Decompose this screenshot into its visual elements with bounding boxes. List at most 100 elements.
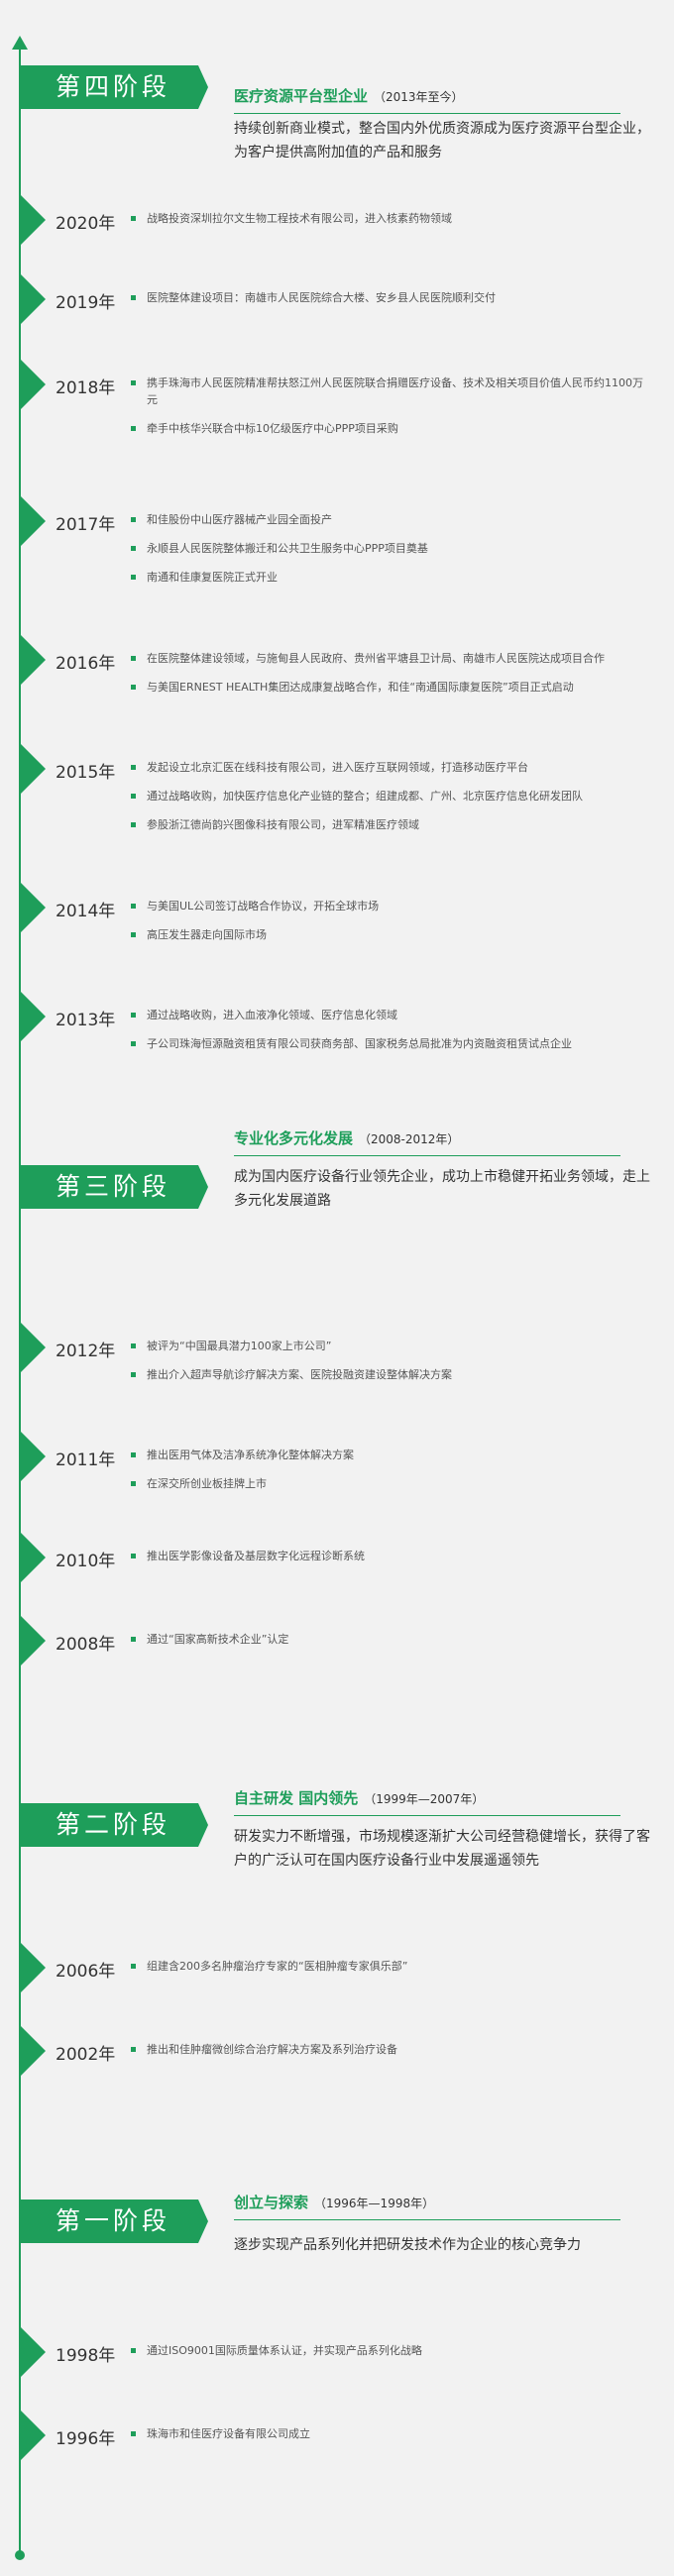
year-label: 2017年 [56,515,116,535]
year-marker-icon [20,1431,46,1482]
event-item: 与美国UL公司签订战略合作协议，开拓全球市场 [131,898,646,914]
year-label: 2014年 [56,902,116,921]
year-label: 2018年 [56,378,116,398]
year-marker-icon [20,194,46,246]
year-marker-icon [20,2326,46,2378]
year-marker-icon [20,1942,46,1993]
stage-title: 自主研发 国内领先 （1999年—2007年） [234,1787,484,1808]
event-list: 通过“国家高新技术企业”认定 [131,1631,646,1660]
stage-description: 成为国内医疗设备行业领先企业，成功上市稳健开拓业务领域，走上多元化发展道路 [234,1169,650,1209]
stage-period: （2008-2012年） [359,1132,460,1146]
stage-title: 专业化多元化发展 （2008-2012年） [234,1127,459,1148]
event-list: 通过ISO9001国际质量体系认证，并实现产品系列化战略 [131,2342,646,2371]
event-item: 永顺县人民医院整体搬迁和公共卫生服务中心PPP项目奠基 [131,540,646,557]
year-label: 2002年 [56,2045,116,2065]
stage-title: 创立与探索 （1996年—1998年） [234,2192,434,2212]
event-list: 发起设立北京汇医在线科技有限公司，进入医疗互联网领域，打造移动医疗平台通过战略收… [131,759,646,845]
stage-title-text: 专业化多元化发展 [234,1129,354,1147]
year-label: 2015年 [56,763,116,783]
stage-description: 逐步实现产品系列化并把研发技术作为企业的核心竞争力 [234,2237,581,2253]
event-list: 与美国UL公司签订战略合作协议，开拓全球市场高压发生器走向国际市场 [131,898,646,955]
year-marker-icon [20,991,46,1042]
year-marker-icon [20,273,46,325]
event-list: 推出医用气体及洁净系统净化整体解决方案在深交所创业板挂牌上市 [131,1447,646,1504]
stage-divider [234,113,620,114]
event-list: 珠海市和佳医疗设备有限公司成立 [131,2425,646,2454]
year-marker-icon [20,495,46,547]
year-label: 2008年 [56,1635,116,1655]
year-label: 2019年 [56,293,116,313]
stage-description: 持续创新商业模式，整合国内外优质资源成为医疗资源平台型企业，为客户提供高附加值的… [234,121,650,161]
year-label: 2012年 [56,1342,116,1361]
year-label: 1996年 [56,2429,116,2449]
event-item: 推出医用气体及洁净系统净化整体解决方案 [131,1447,646,1463]
timeline-end-dot [15,2550,25,2560]
event-item: 携手珠海市人民医院精准帮扶怒江州人民医院联合捐赠医疗设备、技术及相关项目价值人民… [131,375,646,408]
year-marker-icon [20,1322,46,1373]
stage-period: （2013年至今） [374,90,464,104]
year-label: 2006年 [56,1962,116,1982]
event-list: 推出和佳肿瘤微创综合治疗解决方案及系列治疗设备 [131,2041,646,2070]
event-item: 通过“国家高新技术企业”认定 [131,1631,646,1648]
event-item: 通过战略收购，进入血液净化领域、医疗信息化领域 [131,1007,646,1023]
year-marker-icon [20,634,46,686]
stage-period: （1996年—1998年） [314,2197,435,2210]
year-marker-icon [20,1615,46,1666]
event-item: 被评为“中国最具潜力100家上市公司” [131,1338,646,1354]
event-list: 在医院整体建设领域，与施甸县人民政府、贵州省平塘县卫计局、南雄市人民医院达成项目… [131,650,646,707]
stage-divider [234,1815,620,1816]
stage-title-text: 医疗资源平台型企业 [234,87,369,105]
stage-divider [234,1155,620,1156]
year-label: 2010年 [56,1552,116,1571]
year-marker-icon [20,359,46,410]
event-item: 子公司珠海恒源融资租赁有限公司获商务部、国家税务总局批准为内资融资租赁试点企业 [131,1035,646,1052]
stage-banner: 第三阶段 [20,1165,208,1209]
event-list: 被评为“中国最具潜力100家上市公司” 推出介入超声导航诊疗解决方案、医院投融资建… [131,1338,646,1395]
timeline-line [19,48,21,2554]
year-label: 2016年 [56,654,116,674]
stage-description: 研发实力不断增强，市场规模逐渐扩大公司经营稳健增长，获得了客户的广泛认可在国内医… [234,1829,650,1869]
event-list: 战略投资深圳拉尔文生物工程技术有限公司，进入核素药物领域 [131,210,646,239]
year-marker-icon [20,2410,46,2461]
event-item: 珠海市和佳医疗设备有限公司成立 [131,2425,646,2442]
event-item: 在医院整体建设领域，与施甸县人民政府、贵州省平塘县卫计局、南雄市人民医院达成项目… [131,650,646,667]
event-item: 推出和佳肿瘤微创综合治疗解决方案及系列治疗设备 [131,2041,646,2058]
year-label: 2013年 [56,1011,116,1030]
stage-banner: 第四阶段 [20,65,208,109]
event-list: 组建含200多名肿瘤治疗专家的“医相肿瘤专家俱乐部” [131,1958,646,1986]
event-item: 通过ISO9001国际质量体系认证，并实现产品系列化战略 [131,2342,646,2359]
event-item: 战略投资深圳拉尔文生物工程技术有限公司，进入核素药物领域 [131,210,646,227]
timeline-arrow-icon [12,36,28,50]
event-item: 发起设立北京汇医在线科技有限公司，进入医疗互联网领域，打造移动医疗平台 [131,759,646,776]
event-list: 和佳股份中山医疗器械产业园全面投产永顺县人民医院整体搬迁和公共卫生服务中心PPP… [131,511,646,597]
event-item: 组建含200多名肿瘤治疗专家的“医相肿瘤专家俱乐部” [131,1958,646,1975]
event-list: 携手珠海市人民医院精准帮扶怒江州人民医院联合捐赠医疗设备、技术及相关项目价值人民… [131,375,646,449]
event-item: 推出医学影像设备及基层数字化远程诊断系统 [131,1548,646,1564]
event-item: 医院整体建设项目：南雄市人民医院综合大楼、安乡县人民医院顺利交付 [131,289,646,306]
year-marker-icon [20,743,46,795]
event-item: 牵手中核华兴联合中标10亿级医疗中心PPP项目采购 [131,420,646,437]
year-label: 1998年 [56,2346,116,2366]
year-label: 2011年 [56,1450,116,1470]
stage-title-text: 创立与探索 [234,2194,309,2211]
event-item: 与美国ERNEST HEALTH集团达成康复战略合作，和佳“南通国际康复医院”项… [131,679,646,696]
stage-title-text: 自主研发 国内领先 [234,1789,359,1807]
event-item: 通过战略收购，加快医疗信息化产业链的整合；组建成都、广州、北京医疗信息化研发团队 [131,788,646,805]
event-item: 推出介入超声导航诊疗解决方案、医院投融资建设整体解决方案 [131,1366,646,1383]
event-item: 和佳股份中山医疗器械产业园全面投产 [131,511,646,528]
event-item: 南通和佳康复医院正式开业 [131,569,646,586]
stage-banner: 第一阶段 [20,2200,208,2243]
year-marker-icon [20,2025,46,2077]
event-item: 在深交所创业板挂牌上市 [131,1475,646,1492]
year-label: 2020年 [56,214,116,234]
stage-period: （1999年—2007年） [364,1792,485,1806]
event-list: 医院整体建设项目：南雄市人民医院综合大楼、安乡县人民医院顺利交付 [131,289,646,318]
event-list: 通过战略收购，进入血液净化领域、医疗信息化领域子公司珠海恒源融资租赁有限公司获商… [131,1007,646,1064]
stage-title: 医疗资源平台型企业 （2013年至今） [234,85,464,106]
event-item: 参股浙江德尚韵兴图像科技有限公司，进军精准医疗领域 [131,816,646,833]
event-list: 推出医学影像设备及基层数字化远程诊断系统 [131,1548,646,1576]
stage-divider [234,2219,620,2220]
year-marker-icon [20,882,46,933]
stage-banner: 第二阶段 [20,1803,208,1847]
event-item: 高压发生器走向国际市场 [131,926,646,943]
